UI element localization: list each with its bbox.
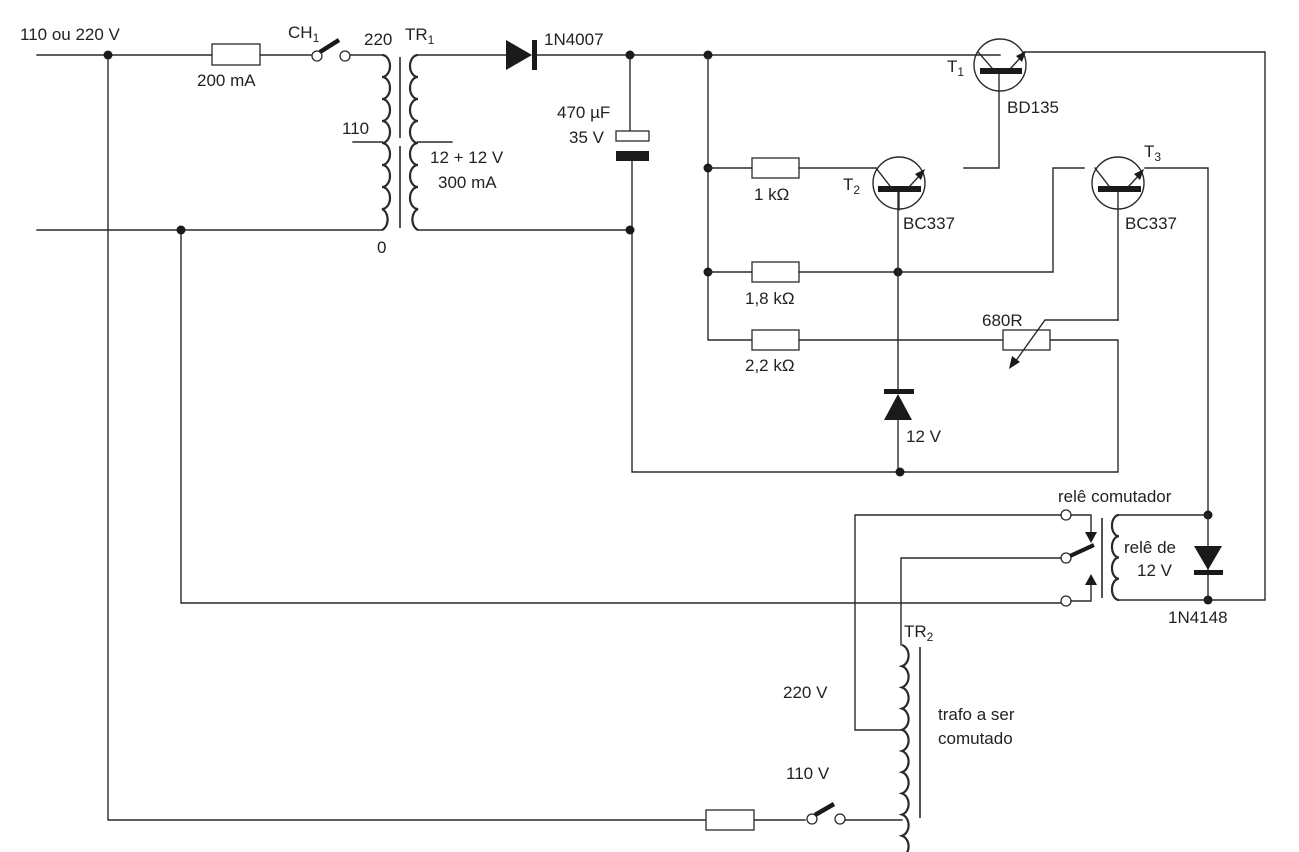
resistor-1k8 [751, 261, 800, 283]
switch-ch1 [311, 38, 351, 62]
diode-1n4148 [1194, 546, 1222, 570]
transistor-t2 [872, 156, 926, 211]
t2-label: T2 [843, 175, 860, 197]
r1-value-label: 1 kΩ [754, 185, 789, 204]
transformer-tr2 [898, 643, 921, 852]
wire-relay-to-tr2-220 [854, 514, 1062, 731]
tr2-label: TR2 [904, 622, 934, 644]
tr2-tap-110-label: 110 V [786, 764, 830, 783]
tr1-secondary-current-label: 300 mA [438, 173, 497, 192]
pot-value-label: 680R [982, 311, 1023, 330]
relay-contact-no [1060, 595, 1072, 607]
fuse1-rating-label: 200 mA [197, 71, 256, 90]
tr1-secondary-coil [408, 53, 419, 232]
cap-value-label: 470 µF [557, 103, 610, 122]
wire-resistor-bus [707, 54, 753, 341]
r2-value-label: 1,8 kΩ [745, 289, 795, 308]
tr2-desc-label-1: trafo a ser [938, 705, 1015, 724]
relay-coil-label-2: 12 V [1137, 561, 1173, 580]
switch-2 [806, 802, 846, 825]
mains-input [36, 50, 1063, 821]
junction-dot [625, 225, 635, 235]
junction-dot [103, 50, 113, 60]
r3-value-label: 2,2 kΩ [745, 356, 795, 375]
capacitor-470uf [615, 54, 1119, 473]
relay-switch-label: relê comutador [1058, 487, 1172, 506]
fuse-200ma [211, 43, 261, 66]
diode1-part-label: 1N4007 [544, 30, 604, 49]
transistor-t3 [1091, 156, 1209, 516]
diode2-part-label: 1N4148 [1168, 608, 1228, 627]
diode-1n4007 [506, 40, 537, 70]
junction-dot [895, 467, 905, 477]
potentiometer-680r [1002, 319, 1119, 369]
cap-voltage-label: 35 V [569, 128, 605, 147]
transformer-tr1 [352, 53, 453, 232]
tr1-tap-0-label: 0 [377, 238, 386, 257]
resistor-2k2 [751, 329, 800, 351]
transistor-t1 [963, 38, 1266, 601]
t3-label: T3 [1144, 142, 1161, 164]
wire-relay-to-tr2-top [900, 557, 1062, 646]
fuse-2 [705, 809, 755, 831]
relay-coil [1110, 513, 1120, 602]
tr2-desc-label-2: comutado [938, 729, 1013, 748]
wire-line-to-tr2-fuse [107, 54, 707, 821]
tr1-secondary-voltage-label: 12 + 12 V [430, 148, 504, 167]
tr2-tap-220-label: 220 V [783, 683, 828, 702]
tr1-label: TR1 [405, 25, 435, 47]
junction-dot [176, 225, 186, 235]
t1-part-label: BD135 [1007, 98, 1059, 117]
wire-neutral-to-relay-nc [180, 229, 1063, 604]
t3-part-label: BC337 [1125, 214, 1177, 233]
zener-voltage-label: 12 V [906, 427, 942, 446]
relay-coil-label-1: relê de [1124, 538, 1176, 557]
t2-part-label: BC337 [903, 214, 955, 233]
switch1-label: CH1 [288, 23, 320, 45]
relay [1060, 509, 1223, 607]
zener-diode-12v [884, 189, 914, 473]
tr1-tap-110-label: 110 [342, 119, 369, 138]
resistor-1k [751, 157, 800, 179]
input-voltage-label: 110 ou 220 V [20, 25, 121, 44]
tr2-primary-coil [898, 643, 910, 852]
t1-label: T1 [947, 57, 964, 79]
relay-contact-nc [1060, 509, 1072, 521]
tr1-tap-220-label: 220 [364, 30, 392, 49]
tr1-primary-coil [381, 53, 392, 232]
